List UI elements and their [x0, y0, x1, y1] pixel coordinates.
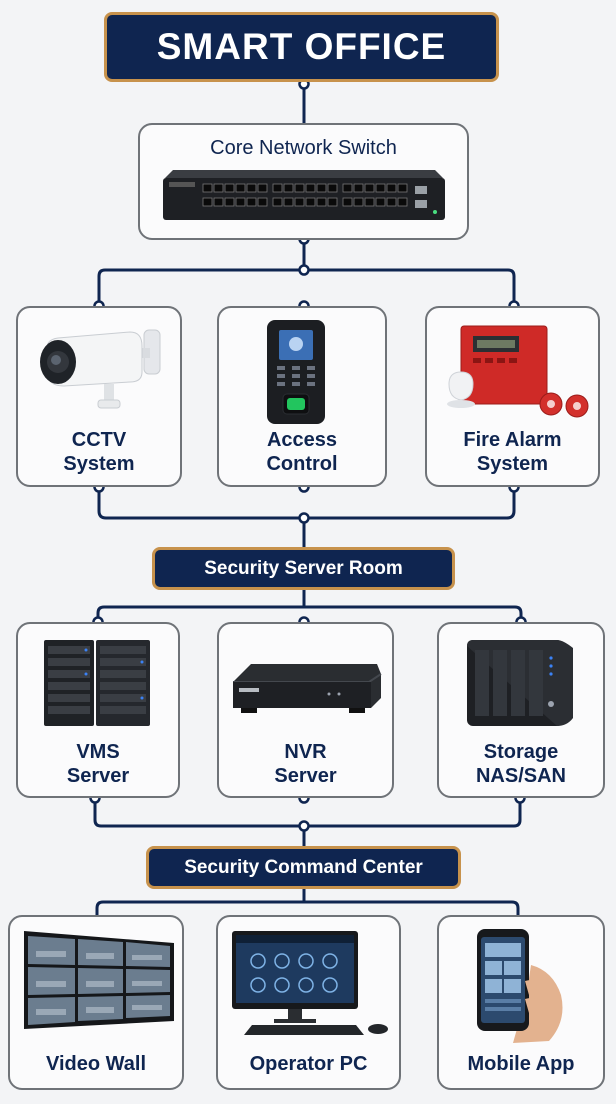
operator-pc-card: Operator PC	[216, 915, 401, 1090]
network-switch-icon	[163, 170, 445, 220]
fire-label-line1: Fire Alarm	[463, 429, 562, 451]
cctv-card: CCTV System	[16, 306, 182, 487]
fire-alarm-panel-icon	[447, 325, 589, 418]
title-text: SMART OFFICE	[156, 26, 447, 67]
nvr-label-line1: NVR	[284, 741, 327, 763]
server-room-title: Security Server Room	[204, 557, 403, 579]
storage-label-line2: NAS/SAN	[475, 765, 566, 787]
mobile-app-label: Mobile App	[467, 1053, 575, 1075]
server-room-header: Security Server Room	[152, 547, 455, 590]
operator-pc-icon	[232, 931, 388, 1035]
operator-pc-label: Operator PC	[249, 1053, 368, 1075]
command-center-title: Security Command Center	[184, 856, 423, 878]
access-label-line1: Access	[266, 429, 338, 451]
cctv-camera-icon	[40, 329, 161, 409]
fire-alarm-card: Fire Alarm System	[425, 306, 600, 487]
core-switch-label: Core Network Switch	[210, 137, 397, 159]
video-wall-card: Video Wall	[8, 915, 184, 1090]
video-wall-icon	[24, 931, 174, 1029]
core-switch-card: Core Network Switch	[138, 123, 469, 240]
mobile-app-card: Mobile App	[437, 915, 605, 1090]
access-control-terminal-icon	[267, 320, 325, 424]
command-center-header: Security Command Center	[146, 846, 461, 889]
vms-label-line2: Server	[66, 765, 130, 787]
access-label-line2: Control	[266, 453, 338, 475]
vms-server-card: VMS Server	[16, 622, 180, 798]
vms-label-line1: VMS	[76, 741, 120, 763]
nvr-recorder-icon	[233, 664, 382, 713]
access-control-card: Access Control	[217, 306, 387, 487]
title-banner: SMART OFFICE	[104, 12, 499, 82]
nvr-server-card: NVR Server	[217, 622, 394, 798]
nas-storage-icon	[467, 640, 573, 726]
video-wall-label: Video Wall	[45, 1053, 147, 1075]
server-rack-icon	[44, 640, 150, 726]
storage-label-line1: Storage	[483, 741, 559, 763]
nvr-label-line2: Server	[274, 765, 337, 787]
cctv-label-line1: CCTV	[71, 429, 127, 451]
fire-label-line2: System	[476, 453, 549, 475]
storage-card: Storage NAS/SAN	[437, 622, 605, 798]
cctv-label-line2: System	[63, 453, 135, 475]
mobile-phone-icon	[477, 929, 563, 1043]
